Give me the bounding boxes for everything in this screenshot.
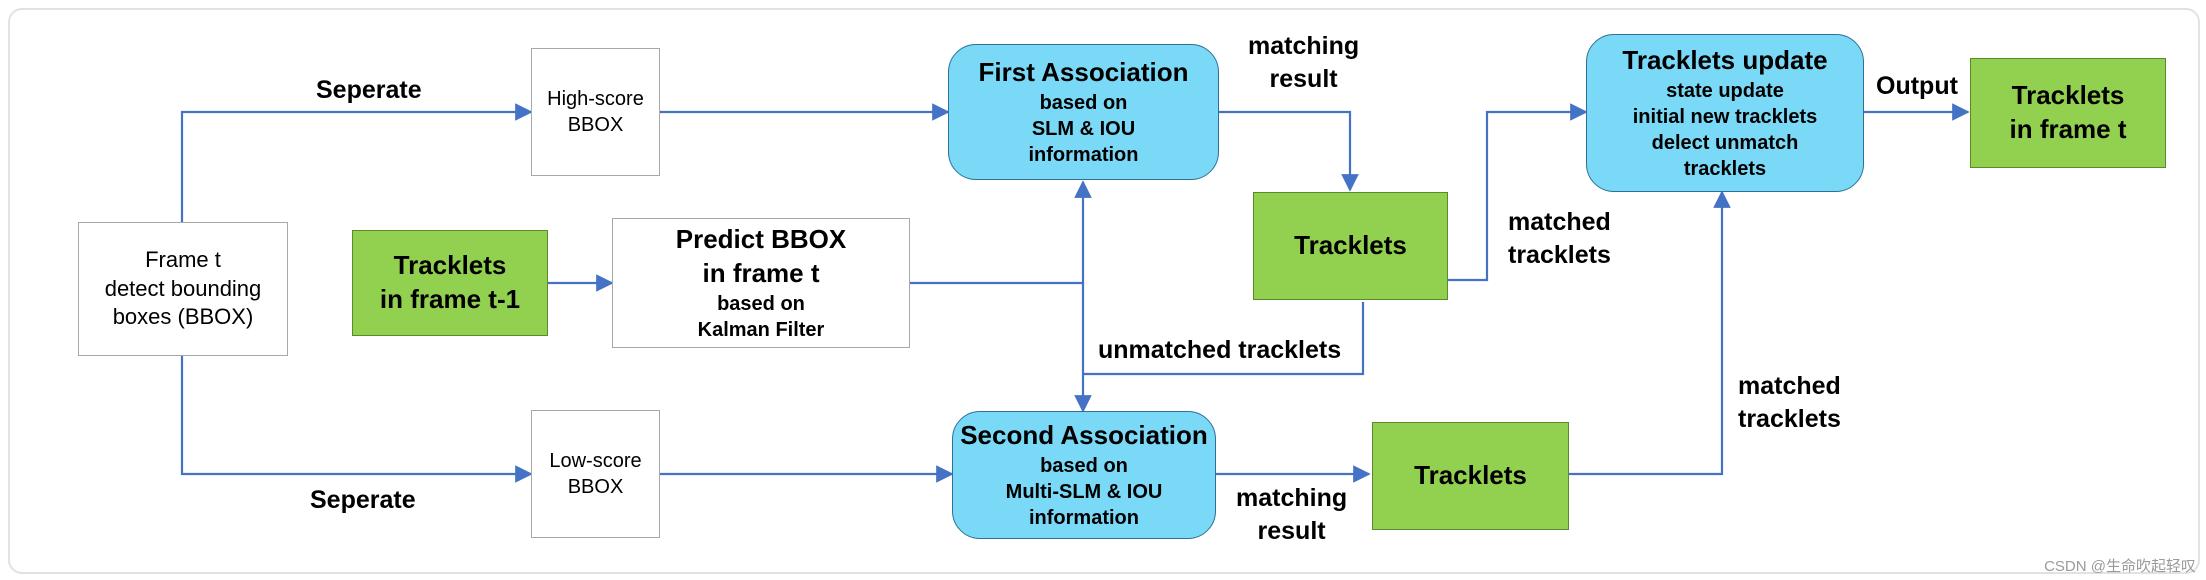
matched-tracklets-2-line1: matched: [1738, 372, 1841, 400]
seperate-top-label: Seperate: [316, 76, 422, 104]
edge-frame-to-low: [180, 356, 533, 483]
matched-tracklets-1-line2: tracklets: [1508, 240, 1611, 269]
predict-line3: based on: [717, 292, 805, 315]
first-assoc-line4: information: [1028, 143, 1139, 166]
matching-result-1-label: matching result: [1248, 30, 1359, 95]
second-association-box: Second Association based on Multi-SLM & …: [952, 411, 1216, 539]
high-score-line1: High-score: [547, 88, 644, 110]
second-assoc-line1: Second Association: [960, 420, 1208, 451]
matched-tracklets-2-label: matched tracklets: [1738, 370, 1841, 435]
low-score-line1: Low-score: [549, 450, 642, 472]
tracklets-first-box: Tracklets: [1253, 192, 1448, 300]
edge-frame-to-high: [180, 103, 533, 222]
update-line4: delect unmatch: [1651, 131, 1799, 154]
first-association-box: First Association based on SLM & IOU inf…: [948, 44, 1219, 180]
second-assoc-line3: Multi-SLM & IOU: [1005, 480, 1163, 503]
update-line1: Tracklets update: [1622, 45, 1828, 76]
edge-unmatched-to-second: [1083, 302, 1365, 376]
frame-t-line2: detect bounding: [104, 275, 262, 301]
tracklets-update-box: Tracklets update state update initial ne…: [1586, 34, 1864, 192]
predict-line2: in frame t: [702, 258, 820, 288]
matched-tracklets-2-line2: tracklets: [1738, 404, 1841, 433]
edge-tracklets-to-update: [1448, 103, 1588, 282]
high-score-bbox-box: High-score BBOX: [531, 48, 660, 176]
update-line3: initial new tracklets: [1632, 105, 1818, 128]
matching-result-2-line2: result: [1257, 516, 1326, 545]
output-label: Output: [1876, 72, 1958, 100]
matched-tracklets-1-label: matched tracklets: [1508, 206, 1611, 271]
predict-line1: Predict BBOX: [675, 224, 847, 255]
frame-t-line1: Frame t: [145, 247, 221, 273]
frame-t-detect-box: Frame t detect bounding boxes (BBOX): [78, 222, 288, 356]
tracklets-first-label: Tracklets: [1294, 230, 1407, 261]
watermark: CSDN @生命吹起轻叹: [2044, 558, 2196, 575]
first-assoc-line3: SLM & IOU: [1031, 117, 1136, 140]
second-assoc-line4: information: [1029, 506, 1139, 529]
tracklets-output-box: Tracklets in frame t: [1970, 58, 2166, 168]
low-score-bbox-box: Low-score BBOX: [531, 410, 660, 538]
update-line2: state update: [1666, 79, 1784, 102]
tracklets-out-line2: in frame t: [2009, 114, 2127, 144]
edge-predict-to-first: [910, 180, 1092, 285]
edge-tracklets2-to-update: [1569, 190, 1731, 476]
update-line5: tracklets: [1683, 157, 1767, 180]
edge-first-to-tracklets: [1219, 110, 1359, 192]
tracklets-frame-t-1-box: Tracklets in frame t-1: [352, 230, 548, 336]
high-score-line2: BBOX: [567, 114, 624, 136]
matching-result-2-label: matching result: [1236, 482, 1347, 547]
seperate-bottom-label: Seperate: [310, 486, 416, 514]
first-assoc-line2: based on: [1039, 91, 1128, 114]
matched-tracklets-1-line1: matched: [1508, 208, 1611, 236]
predict-line4: Kalman Filter: [697, 318, 825, 341]
tracklets-second-label: Tracklets: [1414, 460, 1527, 491]
unmatched-tracklets-label: unmatched tracklets: [1098, 336, 1342, 364]
matching-result-2-line1: matching: [1236, 484, 1348, 512]
matching-result-1-line1: matching: [1248, 32, 1360, 60]
frame-t-line3: boxes (BBOX): [112, 304, 254, 330]
first-assoc-line1: First Association: [978, 57, 1189, 88]
tracklets-prev-line2: in frame t-1: [379, 284, 521, 314]
predict-bbox-box: Predict BBOX in frame t based on Kalman …: [612, 218, 910, 348]
tracklets-second-box: Tracklets: [1372, 422, 1569, 530]
second-assoc-line2: based on: [1040, 454, 1128, 477]
low-score-line2: BBOX: [567, 476, 624, 498]
tracklets-out-line1: Tracklets: [2011, 80, 2125, 111]
matching-result-1-line2: result: [1269, 64, 1338, 93]
tracklets-prev-line1: Tracklets: [393, 250, 507, 281]
